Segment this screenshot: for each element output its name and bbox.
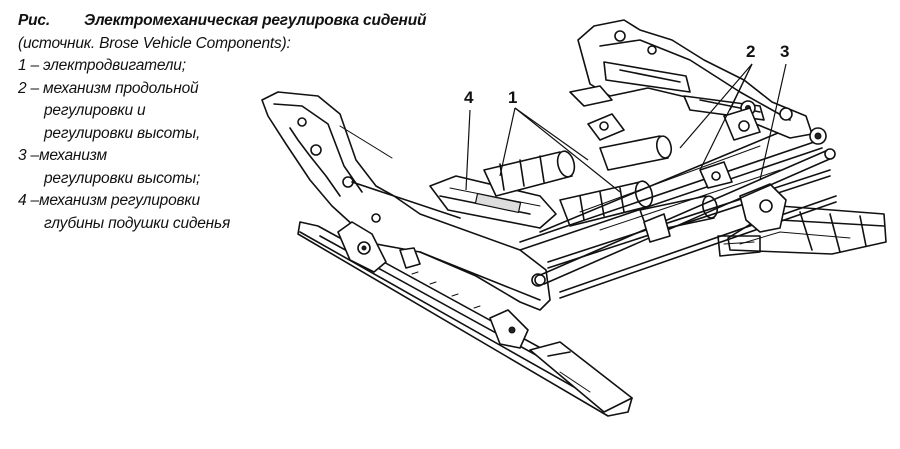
figure-caption: Рис. Электромеханическая регулировка сиде… (18, 10, 426, 235)
caption-title-line: Рис. Электромеханическая регулировка сиде… (18, 10, 426, 33)
legend-line: 4 –механизм регулировки (18, 192, 200, 209)
legend-line: 2 – механизм продольной (18, 79, 199, 97)
callout-3-height: 3 (780, 42, 790, 61)
drive-shafts (519, 127, 837, 299)
figure-source: (источник. Brose Vehicle Components): (18, 34, 291, 52)
legend-line: 3 –механизм (18, 147, 107, 164)
callout-4-cushion-depth: 4 (464, 88, 474, 107)
legend-line: глубины подушки сиденья (44, 214, 231, 232)
cross-tube (339, 113, 836, 301)
electric-motors (483, 135, 719, 233)
callout-2-longitudinal-height: 2 (746, 42, 756, 61)
callout-1-motors: 1 (508, 88, 518, 107)
figure-title: Электромеханическая регулировка сидений (84, 12, 427, 29)
legend-line: регулировки высоты, (44, 124, 201, 142)
legend-line: регулировки и (44, 102, 146, 119)
leader-lines (465, 63, 787, 193)
figure-label: Рис. (18, 12, 50, 29)
left-side-plate (261, 91, 551, 349)
cushion-depth-mechanism (429, 175, 557, 229)
legend-line: 1 – электродвигатели; (18, 57, 186, 74)
legend-line: регулировки высоты; (44, 169, 201, 187)
gear-units (643, 107, 761, 243)
legend-list: 1 – электродвигатели; 2 – механизм продол… (18, 55, 278, 235)
